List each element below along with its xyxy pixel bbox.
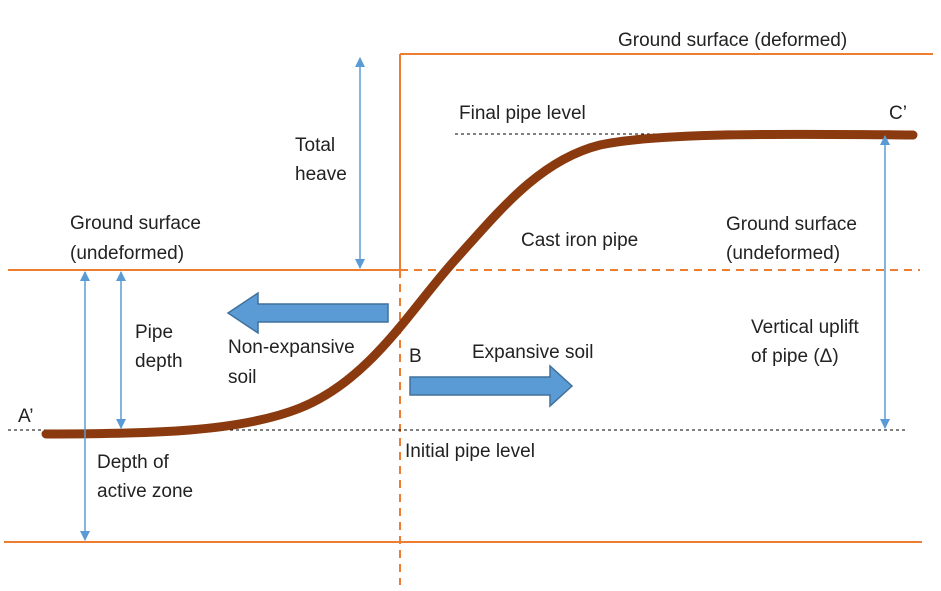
expansive-soil-arrow [409, 364, 574, 408]
ground-undeformed-left-label-line1: Ground surface [70, 213, 201, 234]
cast-iron-pipe [41, 129, 918, 439]
total-heave-label-line1: Total [295, 135, 335, 156]
ground-undeformed-left-label-line2: (undeformed) [70, 243, 184, 264]
non-expansive-soil-arrow [226, 291, 389, 335]
total-heave-label-line2: heave [295, 164, 347, 185]
pipe-depth-label-line1: Pipe [135, 322, 173, 343]
expansive-soil-label: Expansive soil [472, 342, 593, 363]
ground-undeformed-right-label-line2: (undeformed) [726, 243, 840, 264]
ground-deformed-label: Ground surface (deformed) [618, 30, 847, 51]
vertical-uplift-label-line2: of pipe (Δ) [751, 346, 839, 367]
point-b-label: B [409, 346, 422, 367]
depth-of-active-zone-label-line2: active zone [97, 481, 193, 502]
final-pipe-level-label: Final pipe level [459, 103, 586, 124]
initial-pipe-level-label: Initial pipe level [405, 441, 535, 462]
pipe-depth-label-line2: depth [135, 351, 183, 372]
point-a-label: A’ [18, 406, 33, 427]
point-c-label: C’ [889, 103, 907, 124]
depth-of-active-zone-label-line1: Depth of [97, 452, 170, 473]
cast-iron-pipe-label: Cast iron pipe [521, 230, 638, 251]
non-expansive-soil-label-line2: soil [228, 367, 257, 388]
ground-undeformed-right-label-line1: Ground surface [726, 214, 857, 235]
non-expansive-soil-label-line1: Non-expansive [228, 337, 355, 358]
vertical-uplift-label-line1: Vertical uplift [751, 317, 859, 338]
